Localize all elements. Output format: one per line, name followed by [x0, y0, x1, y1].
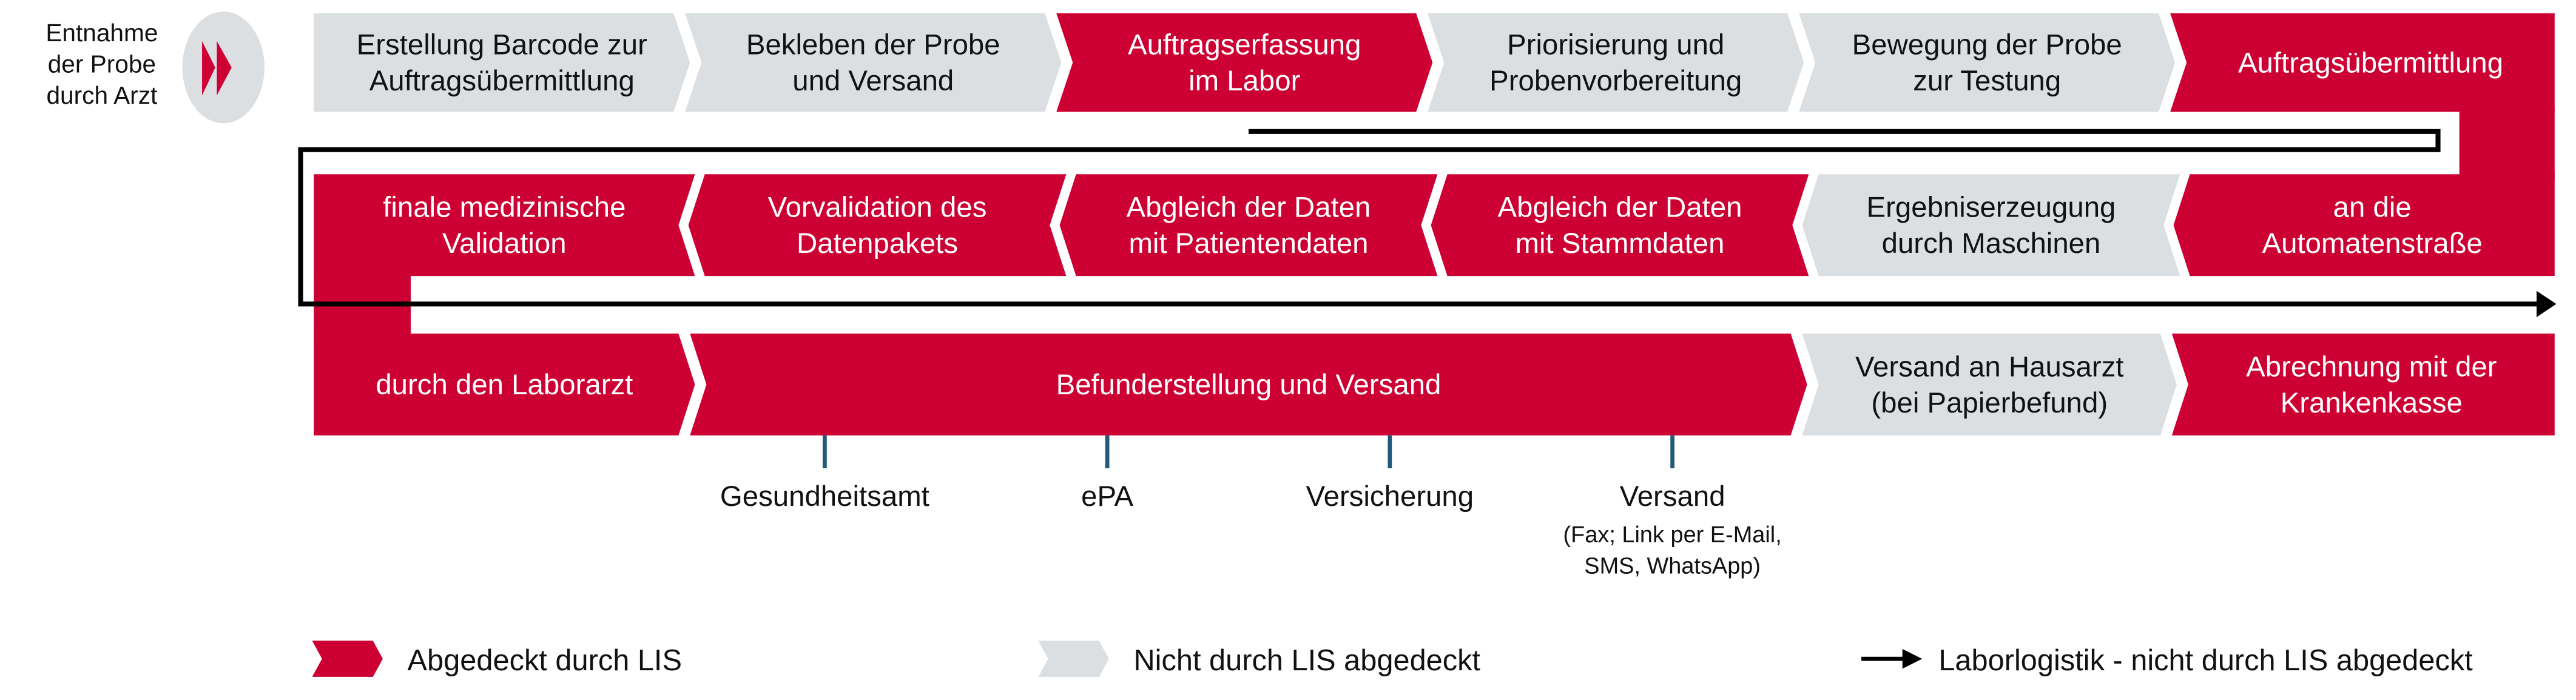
step-shape-covered	[2171, 333, 2555, 436]
step-shape-covered	[2173, 174, 2555, 277]
step-label-line: mit Stammdaten	[1516, 227, 1725, 260]
step-label-line: Erstellung Barcode zur	[357, 29, 647, 61]
step-label-line: Validation	[442, 227, 567, 260]
process-step: Befunderstellung und Versand	[690, 333, 1807, 436]
start-node: Entnahme der Probe durch Arzt	[46, 12, 265, 124]
step-label-line: durch Maschinen	[1882, 227, 2101, 260]
step-label-line: durch den Laborarzt	[376, 369, 633, 401]
step-label-line: Krankenkasse	[2281, 387, 2463, 419]
step-label-line: mit Patientendaten	[1128, 227, 1368, 260]
recipient-label: Versicherung	[1306, 480, 1474, 513]
legend: Abgedeckt durch LIS Nicht durch LIS abge…	[312, 641, 2473, 677]
double-chevron-right-icon	[202, 41, 232, 96]
step-shape-covered	[690, 333, 1807, 436]
step-label-line: Auftragsübermittlung	[369, 65, 635, 97]
legend-not-covered-swatch	[1038, 641, 1109, 677]
connector-row1-row2	[2459, 108, 2555, 178]
step-label-line: finale medizinische	[383, 192, 625, 224]
step-label-line: Auftragsübermittlung	[2238, 47, 2503, 79]
legend-covered-label: Abgedeckt durch LIS	[408, 644, 682, 677]
step-label-line: Probenvorbereitung	[1489, 65, 1742, 97]
step-shape-covered	[314, 333, 695, 436]
step-shape-covered	[688, 174, 1067, 277]
step-label-line: Abrechnung mit der	[2246, 351, 2497, 383]
step-label-line: Bewegung der Probe	[1852, 29, 2122, 61]
process-step: Auftragsübermittlung	[2170, 13, 2555, 112]
step-shape-covered	[1056, 13, 1433, 112]
step-shape-covered	[2170, 13, 2555, 112]
step-label-line: zur Testung	[1913, 65, 2061, 97]
step-label-line: Abgleich der Daten	[1127, 192, 1371, 224]
recipient: ePA	[1081, 435, 1134, 513]
step-label-line: Versand an Hausarzt	[1855, 351, 2123, 383]
legend-arrow-icon	[1861, 648, 1923, 669]
logistics-arrow	[298, 129, 2557, 317]
recipient-label: Gesundheitsamt	[720, 480, 929, 513]
step-shape-not-covered	[1802, 174, 2180, 277]
step-label-line: Datenpakets	[797, 227, 958, 260]
process-step: durch den Laborarzt	[314, 333, 695, 436]
step-label-line: im Labor	[1189, 65, 1300, 97]
recipient: Versand (Fax; Link per E-Mail, SMS, WhatsA…	[1563, 435, 1782, 579]
step-shape-not-covered	[1799, 13, 2176, 112]
start-label-line: durch Arzt	[46, 81, 157, 109]
legend-not-covered-label: Nicht durch LIS abgedeckt	[1133, 644, 1480, 677]
recipient-sub-label: (Fax; Link per E-Mail,	[1563, 522, 1782, 548]
step-label-line: Priorisierung und	[1507, 29, 1724, 61]
step-label-line: an die	[2333, 192, 2412, 224]
legend-covered-swatch	[312, 641, 383, 677]
process-step: Bekleben der Probe und Versand	[685, 13, 1062, 112]
step-shape-not-covered	[685, 13, 1062, 112]
recipient-label: ePA	[1081, 480, 1133, 513]
step-label-line: Automatenstraße	[2262, 227, 2483, 260]
step-shape-covered	[1431, 174, 1809, 277]
recipient: Gesundheitsamt	[720, 435, 929, 513]
step-shape-not-covered	[1802, 333, 2177, 436]
recipient: Versicherung	[1306, 435, 1474, 513]
step-label-line: Ergebniserzeugung	[1867, 192, 2116, 224]
step-shape-covered	[1059, 174, 1438, 277]
step-label-line: (bei Papierbefund)	[1871, 387, 2108, 419]
legend-logistics-label: Laborlogistik - nicht durch LIS abgedeck…	[1938, 644, 2473, 677]
start-label-line: der Probe	[48, 50, 156, 78]
step-label-line: Befunderstellung und Versand	[1056, 369, 1441, 401]
recipient-sub-label: SMS, WhatsApp)	[1584, 553, 1761, 579]
process-step: Erstellung Barcode zurAuftragsübermittlu…	[314, 13, 690, 112]
step-label-line: Bekleben der Probe	[746, 29, 1000, 61]
process-step: Versand an Hausarzt (bei Papierbefund)	[1802, 333, 2177, 436]
step-shape-covered	[314, 174, 695, 277]
step-label-line: Abgleich der Daten	[1498, 192, 1742, 224]
step-label-line: und Versand	[792, 65, 954, 97]
process-step: Auftragserfassung im Labor	[1056, 13, 1433, 112]
step-label-line: Auftragserfassung	[1128, 29, 1361, 61]
start-label-line: Entnahme	[46, 19, 158, 47]
recipient-label: Versand	[1620, 480, 1725, 513]
step-shape-not-covered	[314, 13, 690, 112]
process-step: Bewegung der Probe zur Testung	[1799, 13, 2176, 112]
step-label-line: Vorvalidation des	[768, 192, 987, 224]
step-shape-not-covered	[1428, 13, 1804, 112]
